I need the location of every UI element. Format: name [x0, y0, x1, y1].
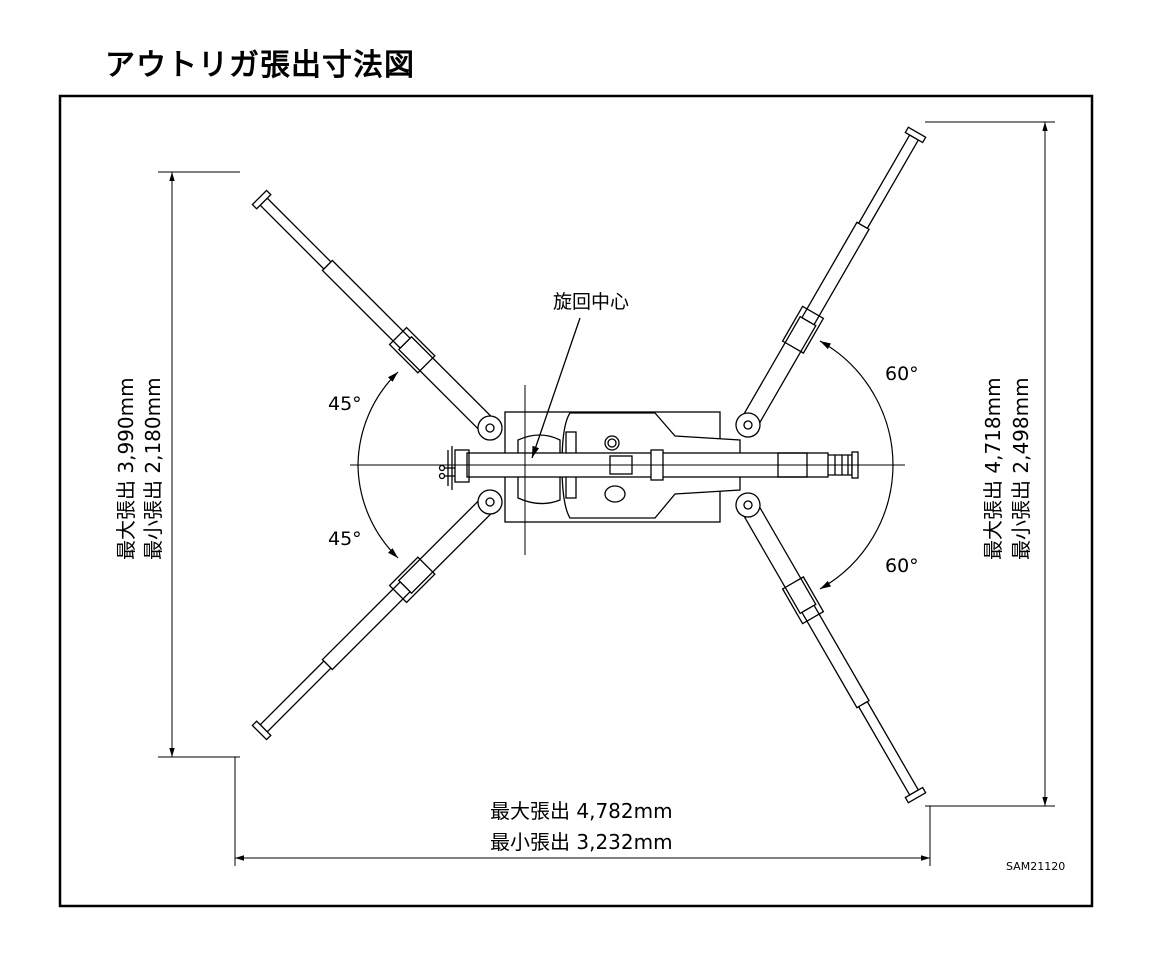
drawing-frame — [58, 94, 1094, 908]
angle-label-left-top: 45° — [328, 393, 362, 415]
outrigger-rear-left — [251, 489, 503, 741]
angle-arcs — [357, 340, 894, 590]
angle-label-left-bottom: 45° — [328, 528, 362, 550]
right-max-dimension: 最大張出 4,718mm — [981, 377, 1005, 560]
dimension-lines — [158, 121, 1055, 866]
bottom-max-dimension: 最大張出 4,782mm — [490, 799, 673, 823]
drawing-code: SAM21120 — [1006, 860, 1065, 873]
diagram-title: アウトリガ張出寸法図 — [105, 48, 415, 83]
left-min-dimension: 最小張出 2,180mm — [141, 377, 165, 560]
rotation-center-label: 旋回中心 — [553, 291, 629, 313]
rotation-center-leader — [531, 317, 581, 459]
right-min-dimension: 最小張出 2,498mm — [1009, 377, 1033, 560]
angle-label-right-top: 60° — [885, 363, 919, 385]
bottom-min-dimension: 最小張出 3,232mm — [490, 830, 673, 854]
outrigger-rear-right — [735, 492, 927, 804]
outrigger-arms — [251, 126, 927, 804]
left-max-dimension: 最大張出 3,990mm — [114, 377, 138, 560]
center-lines — [350, 385, 905, 555]
outrigger-front-left — [251, 189, 503, 441]
outrigger-front-right — [735, 126, 927, 438]
angle-label-right-bottom: 60° — [885, 555, 919, 577]
